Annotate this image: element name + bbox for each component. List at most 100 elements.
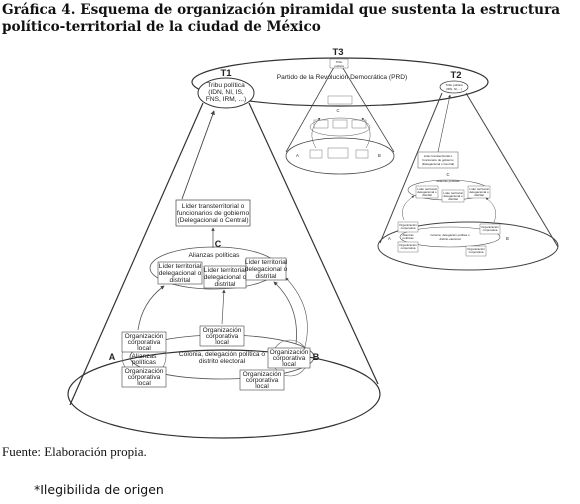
t2-alliances-left-l1: Alianzas: [402, 233, 414, 237]
t2-alliances-left-l2: políticas: [402, 236, 414, 240]
big-leader-mid-l1: Líder territorial: [204, 267, 247, 274]
t2-letter-b: B: [506, 236, 509, 241]
big-letter-a: A: [109, 352, 116, 362]
t3-inner-box: [355, 149, 369, 159]
big-org-left2-l3: local: [137, 380, 151, 387]
big-org-right: [267, 347, 311, 369]
t3-inner-box: [309, 149, 323, 159]
t3-inner-box: [327, 95, 353, 105]
big-alliances-left-l2: políticas: [132, 359, 157, 366]
big-leader-mid-l3: distrital: [215, 281, 236, 288]
t2-org-left2: [397, 241, 419, 253]
t2-org-bottom-l1: Organización: [467, 247, 485, 251]
t1-tribe-line-1: Tribu política: [207, 82, 245, 89]
t3-inner-box: [332, 119, 348, 129]
big-org-right-l2: corporativa: [273, 355, 306, 362]
big-leader-left-l2: delegacional o: [159, 270, 202, 277]
big-org-center: [199, 325, 245, 347]
t2-org-left-l2: corporativa: [401, 226, 416, 230]
big-org-bottom: [239, 369, 285, 391]
t3-cone-side-left: [285, 59, 339, 153]
t2-colonia-l1: Colonia, delegación política o: [430, 233, 470, 237]
t2-leader-line-2: funcionario de gobierno: [422, 158, 454, 162]
t2-letter-c: C: [446, 172, 449, 177]
t3-cone-base: [285, 137, 395, 175]
pyramid-diagram: Partido de la Revolución Democrática (PR…: [67, 47, 559, 439]
big-arrow-to-t1: [181, 110, 215, 200]
big-alliances-top: Alianzas políticas: [189, 252, 241, 259]
t2-tribe-line-1: Tribu política: [445, 83, 462, 87]
t3-cone-side-right: [337, 59, 395, 153]
t3-letter-c: C: [336, 108, 339, 113]
t3-inner-arrow: [311, 117, 321, 149]
big-org-right-l3: local: [282, 361, 296, 368]
big-org-right-l1: Organización: [270, 349, 309, 356]
big-org-bottom-l3: local: [255, 383, 269, 390]
t2-leader-right-l2: delegacional o: [469, 190, 489, 194]
t2-org-bottom-l2: corporativa: [469, 250, 484, 254]
t3-tribe-line-1: Tribu: [336, 60, 343, 64]
t2-leader-right: [467, 185, 491, 199]
t1-tribe-line-3: FNS, IRM, ...): [206, 96, 246, 103]
tier-t1-label: T1: [220, 68, 232, 79]
t2-leader-mid-l3: distrital: [448, 197, 458, 201]
big-org-left-l2: corporativa: [128, 339, 161, 346]
t2-org-left2-l2: corporativa: [401, 246, 416, 250]
t2-loop-arrow-right: [485, 197, 496, 223]
source-note: Fuente: Elaboración propia.: [2, 444, 147, 459]
t1-top-node: [197, 77, 255, 109]
t2-org-bottom: [465, 245, 487, 257]
big-leader-right-l1: Líder territorial: [245, 259, 288, 266]
prd-label: Partido de la Revolución Democrática (PR…: [277, 74, 407, 81]
t3-letter-b: B: [378, 153, 381, 158]
big-leader-left-l1: Líder territorial: [159, 263, 202, 270]
big-org-left2-l2: corporativa: [128, 374, 161, 381]
t2-leader-mid-l2: delegacional o: [443, 194, 463, 198]
big-leader-line-1: Líder transterritorial o: [182, 203, 245, 210]
t2-org-right: [479, 223, 501, 235]
t3-letter-a: A: [296, 153, 299, 158]
illegibility-note: *Ilegibilida de origen: [34, 482, 164, 497]
t2-org-left-l1: Organización: [399, 223, 417, 227]
t2-alliances: Alianzas políticas: [436, 179, 460, 183]
big-leader-right: [245, 257, 287, 281]
t2-cone-side-right: [465, 92, 559, 248]
figure-title-line-2: político-territorial de la ciudad de Méx…: [2, 19, 321, 35]
big-leader-right-l3: distrital: [256, 273, 277, 280]
figure-title: Gráfica 4. Esquema de organización piram…: [2, 2, 578, 36]
t2-top-node: [439, 80, 469, 94]
t3-inner-ellipse: [309, 117, 371, 137]
big-org-left-l1: Organización: [125, 333, 164, 340]
t2-leader-mid: [441, 189, 465, 203]
big-letter-b: B: [313, 352, 320, 362]
t2-leader-right-l3: distrital: [474, 193, 484, 197]
t3-tribe-box: [329, 58, 349, 69]
big-leader-left: [157, 261, 203, 285]
big-org-center-l3: local: [215, 339, 229, 346]
t2-leader-left-l1: Líder territorial: [417, 187, 437, 191]
t3-tribe-line-2: política: [334, 64, 344, 68]
t2-leader-mid-l1: Líder territorial: [443, 191, 463, 195]
big-org-left2: [121, 366, 167, 388]
figure-title-line-1: Gráfica 4. Esquema de organización piram…: [2, 2, 561, 18]
t2-org-left2-l1: Organización: [399, 243, 417, 247]
big-org-left: [121, 331, 167, 353]
big-arrow-outer-right: [285, 277, 308, 351]
t2-leader-right-l1: Líder territorial: [469, 187, 489, 191]
big-arrow-a-to-left: [137, 285, 165, 331]
t2-letter-a: A: [388, 236, 391, 241]
big-leader-left-l3: distrital: [170, 277, 191, 284]
big-colonia-l2: distrito electoral: [199, 358, 246, 365]
big-colonia-l1: Colonia, delegación política o: [179, 351, 265, 358]
tier-t3-label: T3: [332, 47, 343, 58]
t2-org-right-l1: Organización: [481, 225, 499, 229]
big-arrow-b-to-right: [273, 281, 297, 345]
t2-leader-left-l3: distrital: [422, 193, 432, 197]
prd-ellipse: [191, 57, 489, 107]
t2-arrow-to-top: [437, 94, 451, 153]
big-leader-mid-l2: delegacional o: [204, 274, 247, 281]
big-leader-right-l2: delegacional o: [245, 266, 288, 273]
t1-cone-side-left: [69, 102, 204, 406]
t2-leader-left-l2: delegacional o: [417, 190, 437, 194]
t3-inner-box: [313, 119, 329, 129]
